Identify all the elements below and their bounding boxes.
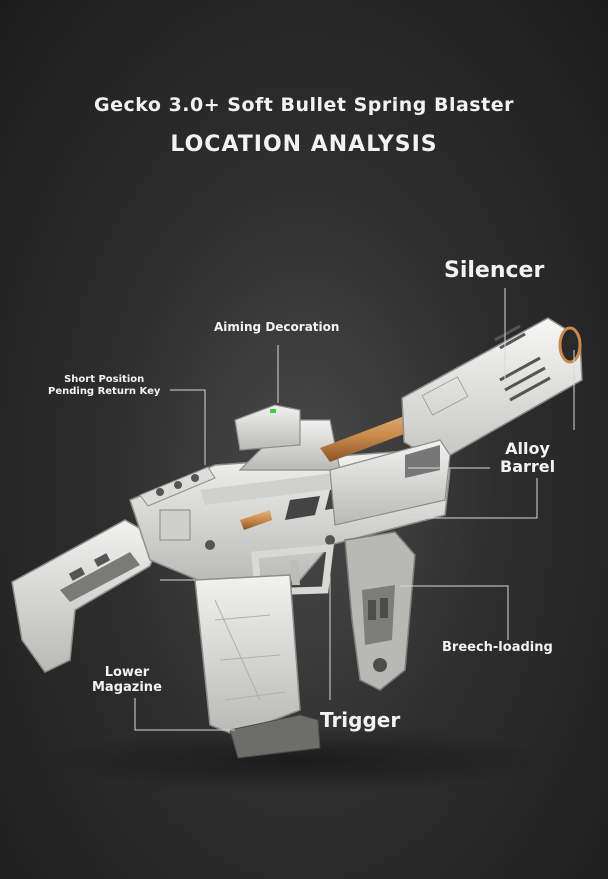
label-lower-magazine: Lower Magazine: [92, 665, 162, 696]
label-alloy-line1: Alloy: [505, 439, 550, 458]
leader-barrel-lower: [405, 478, 538, 519]
aiming-decoration: [234, 404, 301, 451]
label-silencer: Silencer: [444, 258, 545, 283]
short-position-key: [139, 466, 216, 507]
leader-lines: [134, 288, 575, 731]
label-lower-line1: Lower: [104, 665, 150, 680]
page-subtitle: LOCATION ANALYSIS: [170, 132, 438, 157]
leader-magazine: [134, 698, 235, 731]
page-title: Gecko 3.0+ Soft Bullet Spring Blaster: [94, 94, 514, 116]
alloy-barrel: [240, 410, 428, 530]
breech-grip: [344, 531, 416, 691]
label-trigger: Trigger: [320, 708, 401, 732]
label-alloy-barrel: Alloy Barrel: [500, 439, 556, 477]
leader-breech: [400, 585, 509, 640]
leader-short-position: [170, 389, 206, 465]
label-short-position: Short Position Pending Return Key: [48, 374, 160, 397]
label-alloy-line2: Barrel: [500, 457, 556, 477]
handguard: [329, 439, 451, 526]
silencer: [401, 317, 583, 463]
floor-shadow: [50, 725, 550, 795]
label-short-position-line1: Short Position: [64, 374, 145, 385]
label-aiming-decoration: Aiming Decoration: [214, 320, 340, 334]
lower-magazine: [194, 574, 321, 759]
label-short-position-line2: Pending Return Key: [48, 385, 161, 397]
stock: [11, 519, 161, 673]
label-breech-loading: Breech-loading: [442, 640, 553, 655]
label-lower-line2: Magazine: [92, 679, 162, 695]
